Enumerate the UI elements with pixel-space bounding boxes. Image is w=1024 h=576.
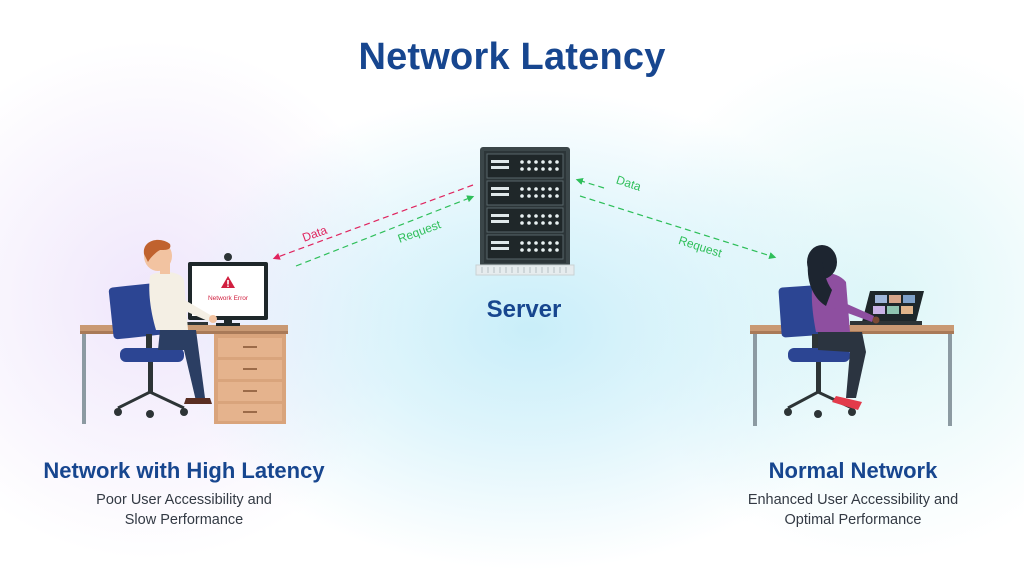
right-data-label: Data <box>614 173 643 194</box>
high-latency-description-line: Poor User Accessibility and <box>96 492 272 508</box>
page-title: Network Latency <box>358 36 666 78</box>
normal-network-heading: Normal Network <box>768 458 938 483</box>
left-data-arrow <box>272 184 474 260</box>
person-right <box>807 245 880 410</box>
server-rack-icon <box>475 147 575 276</box>
high-latency-description: Poor User Accessibility and Slow Perform… <box>24 490 344 530</box>
video-call-icon <box>873 295 915 314</box>
left-request-label: Request <box>396 217 443 246</box>
right-workstation <box>750 245 954 426</box>
network-error-text: Network Error <box>208 295 249 302</box>
laptop <box>850 291 924 325</box>
right-request-label: Request <box>677 233 724 260</box>
left-data-label: Data <box>300 223 329 245</box>
high-latency-heading: Network with High Latency <box>43 458 325 483</box>
right-data-arrow <box>575 177 605 189</box>
right-request-arrow <box>579 195 777 259</box>
high-latency-description-line: Slow Performance <box>124 512 244 528</box>
monitor: Network Error <box>188 253 268 326</box>
desk-drawers <box>214 334 286 424</box>
left-request-arrow <box>295 195 475 267</box>
normal-network-description-line: Enhanced User Accessibility and <box>747 492 959 508</box>
person-left <box>143 239 217 404</box>
normal-network-description: Enhanced User Accessibility and Optimal … <box>703 490 1003 530</box>
left-workstation: Network Error <box>80 239 288 424</box>
server-label: Server <box>486 296 562 323</box>
normal-network-description-line: Optimal Performance <box>784 512 922 528</box>
